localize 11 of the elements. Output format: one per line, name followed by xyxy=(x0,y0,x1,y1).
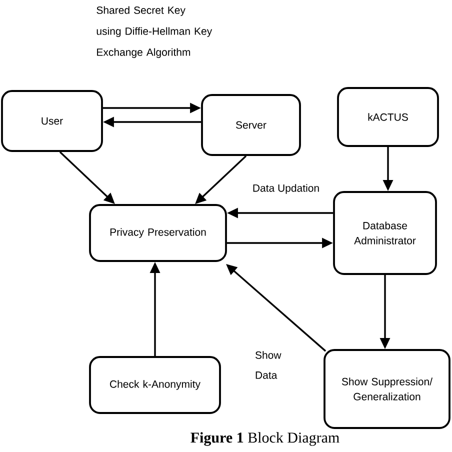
rounded-box: Show Suppression/ Generalization xyxy=(324,349,450,429)
rounded-box: kACTUS xyxy=(337,87,439,147)
rounded-box: Server xyxy=(201,94,301,156)
rounded-box: Privacy Preservation xyxy=(89,204,227,262)
rounded-box: Database Administrator xyxy=(333,191,437,275)
edge-label: Show Data xyxy=(254,350,290,380)
figure-caption: Figure 1 Block Diagram xyxy=(190,432,340,446)
rounded-box: Check k-Anonymity xyxy=(89,356,221,414)
edge-label: Data Updation xyxy=(251,183,321,195)
rounded-box: User xyxy=(1,90,103,152)
annotation-text: Shared Secret Key using Diffie-Hellman Key Exchange Algorithm xyxy=(96,6,212,58)
